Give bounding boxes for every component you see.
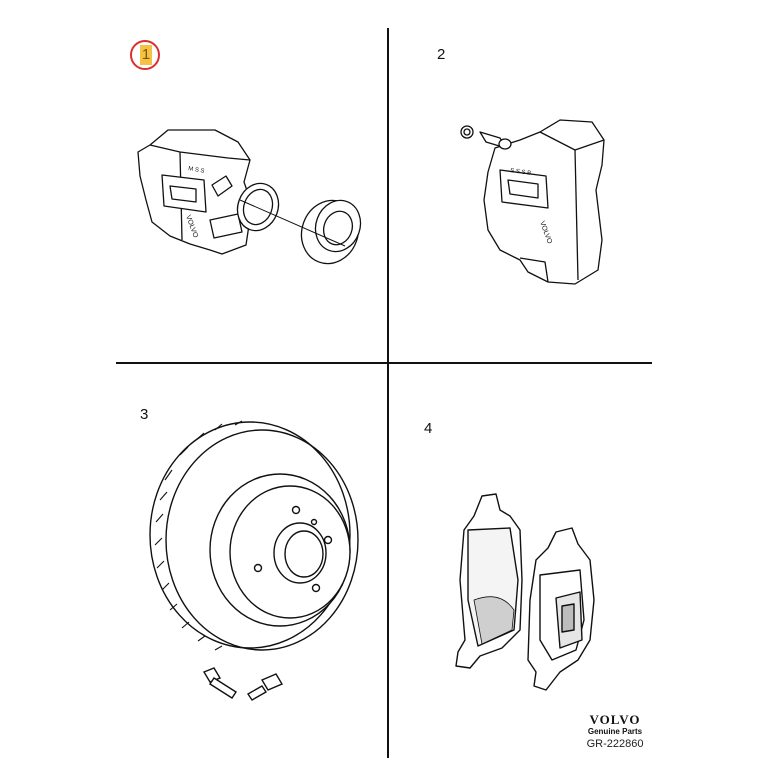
callout-4[interactable]: 4: [424, 420, 433, 437]
callout-2[interactable]: 2: [437, 46, 446, 63]
brand-block: VOLVO Genuine Parts GR-222860: [580, 712, 650, 750]
caliper-piston-seal-illustration: M S S VOLVO: [137, 129, 362, 265]
brand-tagline: Genuine Parts: [587, 727, 643, 736]
callout-3[interactable]: 3: [140, 406, 149, 423]
volvo-logo: VOLVO: [589, 712, 641, 727]
caliper-guide-pin-illustration: S S S B VOLVO: [460, 119, 605, 285]
drawing-number: GR-222860: [586, 738, 644, 750]
brake-pads-illustration: [455, 493, 595, 691]
callout-1[interactable]: 1: [140, 45, 152, 65]
brake-disc-illustration: [149, 420, 359, 701]
svg-text:S S S B: S S S B: [510, 168, 532, 177]
svg-text:M S S: M S S: [188, 166, 205, 175]
callout-1-highlight-ring: [130, 40, 160, 70]
